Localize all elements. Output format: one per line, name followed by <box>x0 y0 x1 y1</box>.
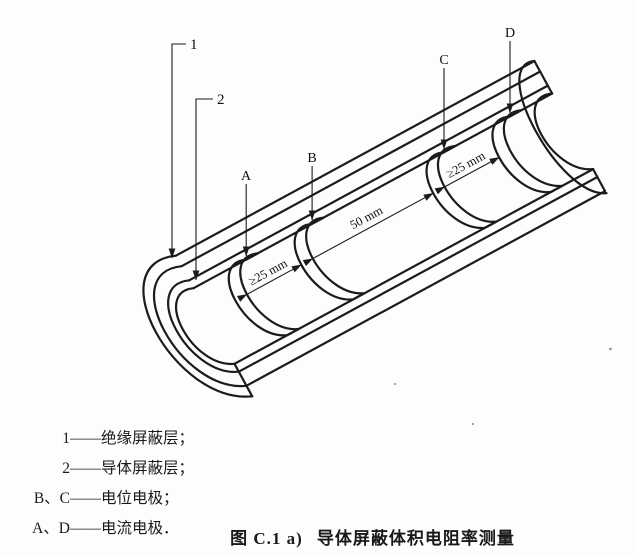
electrode-leaders: A B C D <box>241 26 515 257</box>
cable-bottom-strip <box>233 168 607 387</box>
legend-item-dash: —— <box>70 490 101 507</box>
caption-title: 导体屏蔽体积电阻率测量 <box>316 529 515 548</box>
legend-item-key: A、D <box>32 520 70 537</box>
electrode-label-a: A <box>241 169 252 184</box>
legend-item-dash: —— <box>70 430 101 447</box>
electrode-label-c: C <box>439 53 448 68</box>
speck-dot <box>472 423 474 425</box>
end-arc-outer <box>142 254 254 398</box>
end-arc-inner <box>175 287 236 365</box>
dim-text-b-c: 50 mm <box>348 203 386 232</box>
legend-item-desc: 电位电极； <box>101 490 179 507</box>
cut-inner-arc <box>533 92 595 171</box>
legend-item-key: 1 <box>62 430 70 447</box>
dim-text-c-d: ≥25 mm <box>444 148 488 180</box>
end-arc-layer2 <box>167 279 240 373</box>
legend-item-key: B、C <box>33 490 70 507</box>
legend-item-desc: 绝缘屏蔽层； <box>101 430 195 447</box>
part-label-2: 2 <box>217 92 225 108</box>
cut-radial-edge-top <box>533 59 554 95</box>
caption-number: 图 C.1 a) <box>230 529 303 548</box>
cable-top-strip <box>174 59 554 290</box>
legend: 1——绝缘屏蔽层；2——导体屏蔽层；B、C——电位电极；A、D——电流电极． <box>20 424 194 544</box>
legend-item-desc: 电流电极． <box>101 520 179 537</box>
legend-item: A、D——电流电极． <box>20 514 194 544</box>
dim-line-b-c <box>302 192 434 267</box>
bottom-edge-layer2 <box>237 175 599 373</box>
cable-right-cut-end <box>518 59 608 195</box>
dim-line-a-b <box>236 264 302 302</box>
legend-item-dash: —— <box>70 460 101 477</box>
legend-item-key: 2 <box>62 460 70 477</box>
legend-item: B、C——电位电极； <box>20 484 194 514</box>
bottom-edge-outer <box>245 190 607 387</box>
end-arc-layer1 <box>152 265 248 387</box>
top-edge-layer1 <box>180 70 542 268</box>
cut-outer-arc <box>518 59 608 195</box>
cable-diagram: ≥25 mm 50 mm ≥25 mm 1 2 A B C D <box>142 26 612 425</box>
electrode-label-d: D <box>505 26 515 41</box>
dim-line-c-d <box>434 156 500 195</box>
speck-dot <box>609 347 612 351</box>
electrode-d-band <box>491 109 564 194</box>
legend-item: 1——绝缘屏蔽层； <box>20 424 194 454</box>
part-leaders: 1 2 <box>168 37 225 281</box>
legend-item-desc: 导体屏蔽层； <box>101 460 195 477</box>
leader-line-1 <box>168 43 186 259</box>
leader-line-2 <box>192 98 213 281</box>
electrode-label-b: B <box>307 151 316 166</box>
scan-specks <box>394 347 612 425</box>
cut-radial-edge-bottom <box>592 168 607 193</box>
part-label-1: 1 <box>190 37 198 53</box>
speck-dot <box>394 383 396 385</box>
legend-item: 2——导体屏蔽层； <box>20 454 194 484</box>
cable-left-end-face <box>142 254 254 398</box>
legend-item-dash: —— <box>70 520 101 537</box>
top-edge-outer <box>174 59 536 257</box>
figure-caption: 图 C.1 a) 导体屏蔽体积电阻率测量 <box>0 524 635 549</box>
end-radial-edge-bottom <box>233 362 254 398</box>
